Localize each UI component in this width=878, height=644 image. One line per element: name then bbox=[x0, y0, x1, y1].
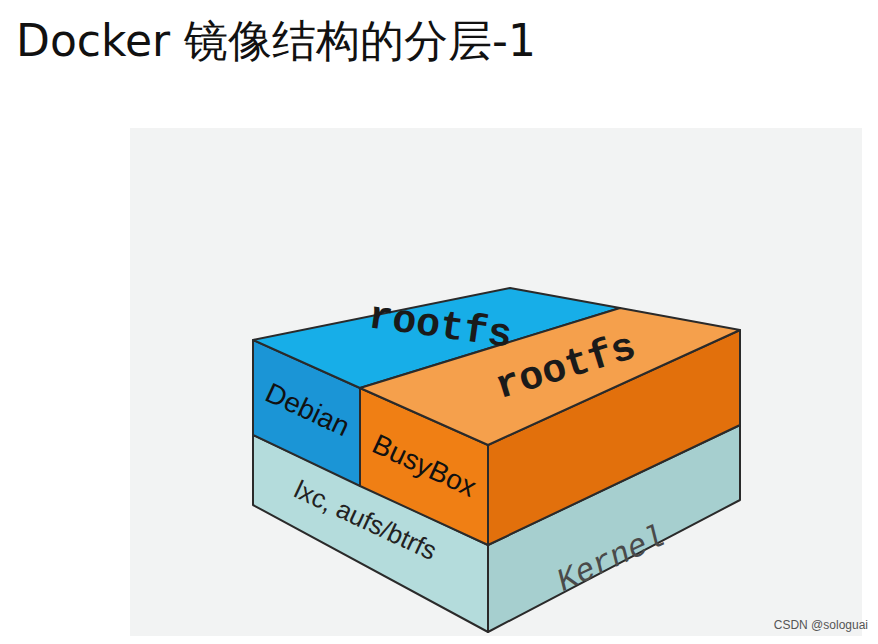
busybox-layer: BusyBoxrootfs bbox=[360, 308, 740, 545]
layer-name: lxc, aufs/btrfs bbox=[291, 476, 441, 564]
watermark: CSDN @sologuai bbox=[774, 618, 868, 632]
title: Docker 镜像结构的分层-1 bbox=[16, 12, 536, 71]
layer-label: Kernel bbox=[553, 521, 671, 599]
layer-name: BusyBox bbox=[368, 430, 480, 502]
layer-name: Debian bbox=[261, 379, 353, 442]
layer-label: rootfs bbox=[491, 328, 640, 408]
background-panel bbox=[130, 128, 862, 636]
kernel-layer: lxc, aufs/btrfsKernel bbox=[253, 425, 740, 632]
layer-label: rootfs bbox=[366, 297, 514, 357]
